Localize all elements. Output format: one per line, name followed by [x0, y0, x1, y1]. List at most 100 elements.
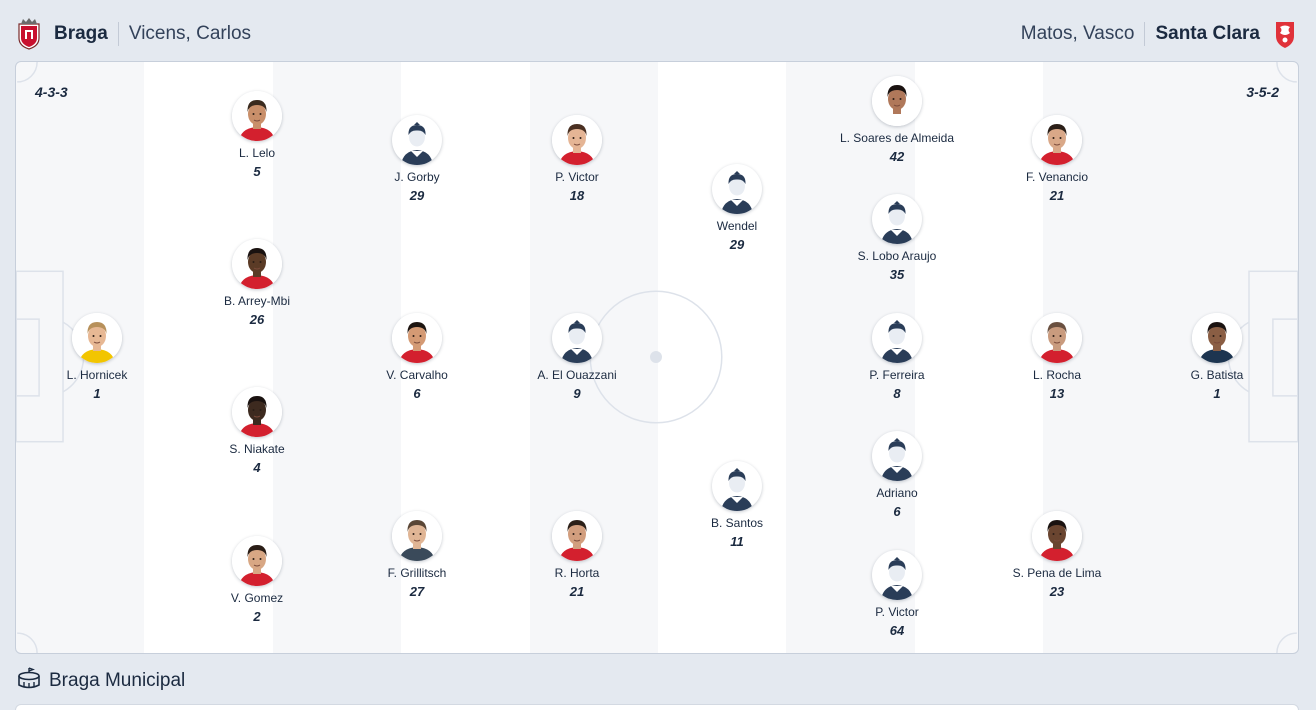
player-placeholder-avatar[interactable]	[872, 194, 922, 244]
player-placeholder-avatar[interactable]	[392, 115, 442, 165]
player-placeholder-avatar[interactable]	[872, 313, 922, 363]
player-name[interactable]: P. Victor	[555, 170, 599, 184]
player-name[interactable]: R. Horta	[554, 566, 600, 580]
player-card[interactable]: B. Arrey-Mbi 26	[177, 239, 337, 327]
player-number: 8	[893, 386, 901, 401]
player-name[interactable]: L. Lelo	[238, 146, 276, 160]
player-name[interactable]: B. Santos	[710, 516, 764, 530]
player-photo[interactable]	[552, 511, 602, 561]
player-number: 27	[409, 584, 425, 599]
home-coach-name[interactable]: Vicens, Carlos	[128, 23, 252, 44]
braga-crest-icon[interactable]	[16, 18, 42, 50]
player-name[interactable]: Adriano	[876, 486, 918, 500]
home-formation: 4-3-3	[35, 84, 68, 100]
away-formation: 3-5-2	[1246, 84, 1279, 100]
player-name[interactable]: L. Rocha	[1032, 368, 1082, 382]
player-number: 64	[889, 623, 905, 638]
player-card[interactable]: P. Victor 64	[817, 550, 977, 638]
player-photo[interactable]	[232, 387, 282, 437]
venue-name[interactable]: Braga Municipal	[49, 669, 186, 691]
player-number: 6	[893, 504, 901, 519]
player-number: 13	[1049, 386, 1065, 401]
player-number: 26	[249, 312, 265, 327]
player-name[interactable]: B. Arrey-Mbi	[223, 294, 290, 308]
player-name[interactable]: G. Batista	[1190, 368, 1244, 382]
player-card[interactable]: G. Batista 1	[1137, 313, 1297, 401]
player-placeholder-avatar[interactable]	[552, 313, 602, 363]
player-placeholder-avatar[interactable]	[712, 164, 762, 214]
header-divider	[1144, 22, 1146, 46]
player-name[interactable]: S. Niakate	[229, 442, 285, 456]
player-name[interactable]: F. Grillitsch	[387, 566, 447, 580]
player-name[interactable]: J. Gorby	[394, 170, 440, 184]
player-card[interactable]: F. Grillitsch 27	[337, 511, 497, 599]
player-card[interactable]: P. Victor 18	[497, 115, 657, 203]
player-photo[interactable]	[232, 91, 282, 141]
player-name[interactable]: P. Ferreira	[869, 368, 925, 382]
player-number: 5	[253, 164, 261, 179]
player-number: 21	[1049, 188, 1065, 203]
player-number: 1	[1213, 386, 1221, 401]
player-number: 18	[569, 188, 585, 203]
player-number: 1	[93, 386, 101, 401]
player-photo[interactable]	[392, 511, 442, 561]
player-card[interactable]: L. Rocha 13	[977, 313, 1137, 401]
player-card[interactable]: R. Horta 21	[497, 511, 657, 599]
player-placeholder-avatar[interactable]	[872, 431, 922, 481]
pitch: 4-3-3 3-5-2 L. Hornicek 1 L. Lelo 5 B. Arrey…	[15, 61, 1299, 654]
home-team-header: Braga Vicens, Carlos	[16, 17, 251, 51]
player-card[interactable]: J. Gorby 29	[337, 115, 497, 203]
player-name[interactable]: V. Gomez	[230, 591, 284, 605]
away-team-header: Matos, Vasco Santa Clara	[1021, 17, 1298, 51]
player-card[interactable]: S. Pena de Lima 23	[977, 511, 1137, 599]
next-section-card	[15, 704, 1299, 710]
home-team-name[interactable]: Braga	[54, 23, 108, 44]
player-card[interactable]: Wendel 29	[657, 164, 817, 252]
player-photo[interactable]	[392, 313, 442, 363]
player-photo[interactable]	[552, 115, 602, 165]
player-card[interactable]: S. Lobo Araujo 35	[817, 194, 977, 282]
player-card[interactable]: P. Ferreira 8	[817, 313, 977, 401]
player-name[interactable]: P. Victor	[875, 605, 919, 619]
player-number: 23	[1049, 584, 1065, 599]
player-name[interactable]: Wendel	[716, 219, 758, 233]
player-number: 35	[889, 267, 905, 282]
player-name[interactable]: V. Carvalho	[386, 368, 448, 382]
away-coach-name[interactable]: Matos, Vasco	[1020, 23, 1135, 44]
player-photo[interactable]	[1192, 313, 1242, 363]
player-number: 29	[729, 237, 745, 252]
player-name[interactable]: F. Venancio	[1025, 170, 1089, 184]
player-number: 21	[569, 584, 585, 599]
player-photo[interactable]	[1032, 511, 1082, 561]
player-name[interactable]: L. Hornicek	[66, 368, 128, 382]
player-photo[interactable]	[872, 76, 922, 126]
player-photo[interactable]	[232, 239, 282, 289]
player-card[interactable]: Adriano 6	[817, 431, 977, 519]
player-card[interactable]: L. Lelo 5	[177, 91, 337, 179]
player-photo[interactable]	[1032, 313, 1082, 363]
player-photo[interactable]	[72, 313, 122, 363]
player-placeholder-avatar[interactable]	[712, 461, 762, 511]
santa-clara-crest-icon[interactable]	[1272, 18, 1298, 50]
player-number: 9	[573, 386, 581, 401]
player-number: 29	[409, 188, 425, 203]
player-name[interactable]: S. Pena de Lima	[1012, 566, 1102, 580]
player-photo[interactable]	[232, 536, 282, 586]
player-card[interactable]: L. Hornicek 1	[17, 313, 177, 401]
player-name[interactable]: A. El Ouazzani	[537, 368, 617, 382]
player-photo[interactable]	[1032, 115, 1082, 165]
player-card[interactable]: F. Venancio 21	[977, 115, 1137, 203]
match-lineup-header: Braga Vicens, Carlos Matos, Vasco Santa …	[0, 0, 1316, 60]
player-name[interactable]: S. Lobo Araujo	[857, 249, 937, 263]
player-card[interactable]: A. El Ouazzani 9	[497, 313, 657, 401]
stadium-icon	[17, 666, 41, 695]
player-placeholder-avatar[interactable]	[872, 550, 922, 600]
away-team-name[interactable]: Santa Clara	[1155, 23, 1260, 44]
pitch-stripe	[914, 62, 1044, 653]
player-name[interactable]: L. Soares de Almeida	[839, 131, 955, 145]
